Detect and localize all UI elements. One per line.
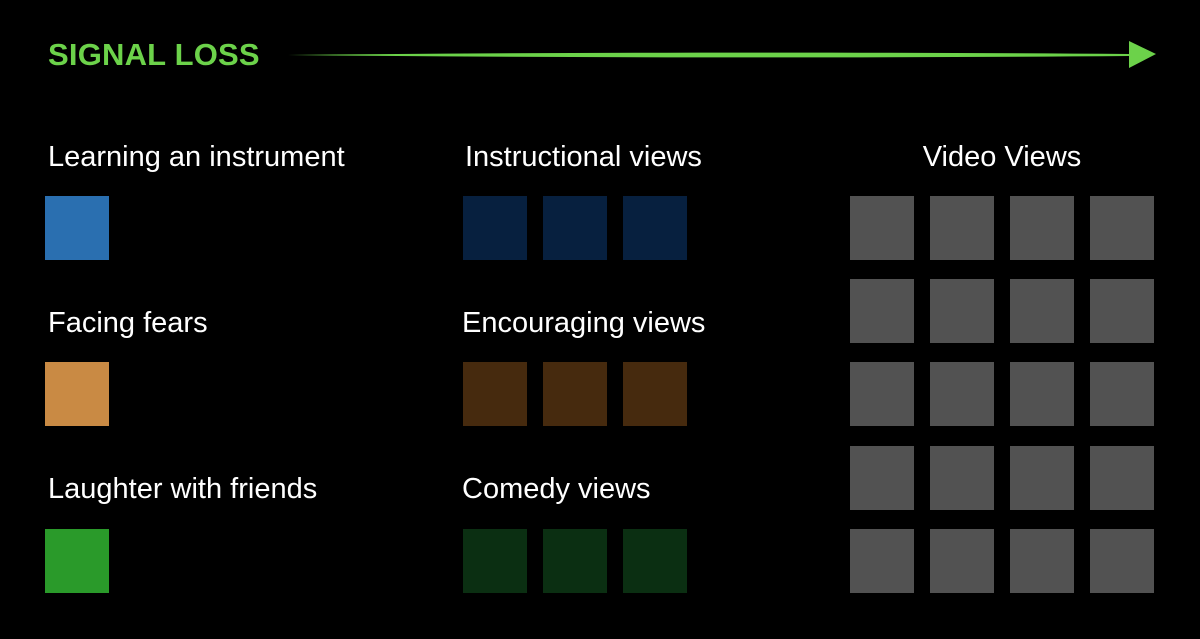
video-view-square	[1090, 196, 1154, 260]
category-square	[623, 529, 687, 593]
category-label: Facing fears	[48, 307, 208, 339]
video-view-square	[1010, 445, 1074, 510]
category-label: Learning an instrument	[48, 141, 345, 173]
category-square	[463, 529, 527, 593]
video-view-square	[850, 528, 914, 593]
category-square	[45, 196, 109, 260]
category-label: Encouraging views	[462, 307, 706, 339]
category-label: Comedy views	[462, 473, 651, 505]
right-arrow-icon	[288, 41, 1156, 68]
category-square	[45, 529, 109, 593]
category-square	[463, 196, 527, 260]
video-view-square	[850, 362, 914, 427]
video-view-square	[850, 279, 914, 344]
video-view-square	[850, 196, 914, 260]
video-views-label: Video Views	[922, 141, 1082, 173]
header-title: SIGNAL LOSS	[48, 37, 260, 72]
category-square	[623, 196, 687, 260]
category-label: Laughter with friends	[48, 473, 318, 505]
category-square	[543, 362, 607, 426]
video-view-square	[1090, 528, 1154, 593]
video-view-square	[930, 445, 994, 510]
category-square	[45, 362, 109, 426]
video-view-square	[1010, 279, 1074, 344]
arrow-shaft	[288, 52, 1129, 58]
category-label: Instructional views	[465, 141, 702, 173]
video-view-square	[1010, 362, 1074, 427]
video-view-square	[1090, 279, 1154, 344]
video-view-square	[1010, 196, 1074, 260]
video-view-square	[930, 196, 994, 260]
video-view-square	[930, 362, 994, 427]
category-square	[463, 362, 527, 426]
category-square	[543, 529, 607, 593]
arrow-head	[1129, 41, 1156, 68]
video-view-square	[850, 445, 914, 510]
video-view-square	[930, 528, 994, 593]
video-view-square	[1090, 362, 1154, 427]
video-view-square	[1090, 445, 1154, 510]
category-square	[623, 362, 687, 426]
video-view-square	[1010, 528, 1074, 593]
video-view-square	[930, 279, 994, 344]
category-square	[543, 196, 607, 260]
